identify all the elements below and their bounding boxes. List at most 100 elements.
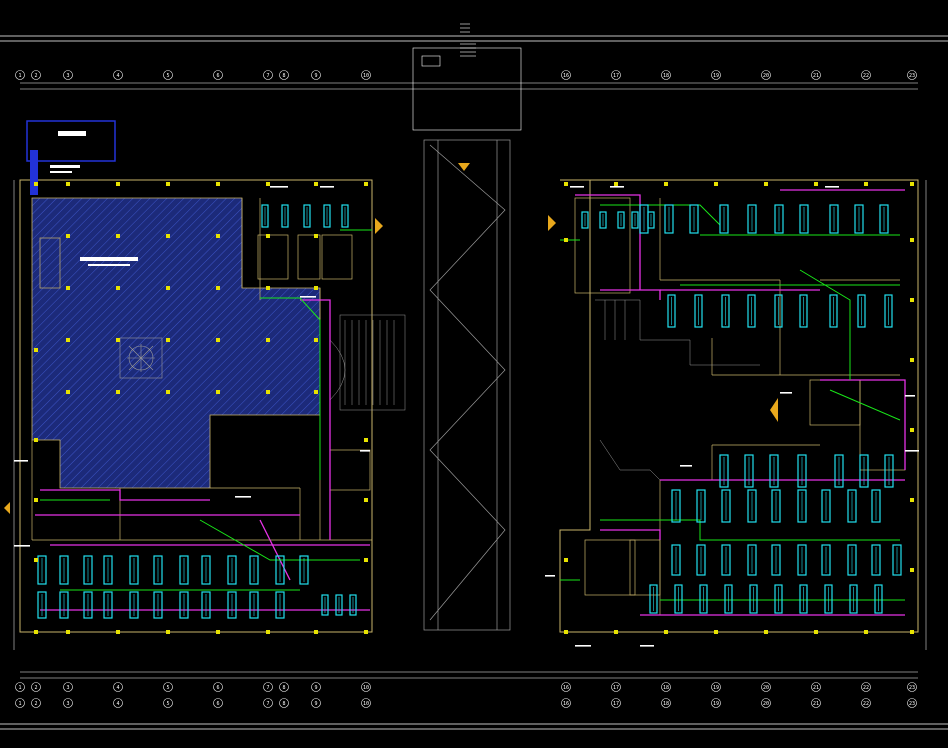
air-terminal (599, 211, 607, 229)
annotation-bar (545, 575, 555, 577)
air-terminal-core (863, 457, 865, 485)
axis-label: 3 (66, 73, 69, 79)
duct-line (600, 204, 721, 226)
annotation-bar (575, 645, 591, 647)
air-terminal (671, 489, 681, 523)
column (814, 182, 818, 186)
column (216, 234, 220, 238)
axis-label: 22 (863, 701, 869, 707)
air-terminal-core (643, 207, 645, 231)
column (166, 630, 170, 634)
air-terminal (303, 204, 311, 228)
column (764, 182, 768, 186)
annotation-bar (780, 392, 792, 394)
axis-bubble (361, 70, 371, 80)
axis-label: 1 (18, 685, 21, 691)
tree-planter-icon (119, 337, 163, 379)
triangle-marker-icon (548, 215, 556, 231)
air-terminal (103, 555, 113, 585)
axis-bubble (861, 698, 871, 708)
axis-bubble (63, 698, 73, 708)
annotation-bar (905, 450, 919, 452)
axis-label: 9 (314, 685, 317, 691)
central-ramp (423, 139, 511, 631)
right-building (545, 179, 919, 647)
column (564, 182, 568, 186)
axis-bubble (811, 698, 821, 708)
air-terminal-core (41, 594, 43, 616)
air-terminal-core (801, 457, 803, 485)
air-terminal (323, 204, 331, 228)
axis-label: 19 (713, 73, 719, 79)
right-columns (564, 182, 914, 634)
column (216, 630, 220, 634)
column (66, 182, 70, 186)
air-terminal (59, 555, 69, 585)
air-terminal (799, 294, 808, 328)
annotation-bar (825, 186, 839, 188)
column (34, 348, 38, 352)
axis-bubble (263, 682, 273, 692)
air-terminal (859, 454, 869, 488)
column (66, 286, 70, 290)
air-terminal (774, 584, 783, 614)
duct-line (40, 489, 210, 501)
air-terminal (797, 454, 807, 488)
air-terminal (879, 204, 889, 234)
air-terminal-core (253, 558, 255, 582)
air-terminal-core (838, 457, 840, 485)
axis-bubble (31, 682, 41, 692)
axis-label: 8 (282, 73, 285, 79)
air-terminal (227, 591, 237, 619)
air-terminal (581, 211, 589, 229)
air-terminal-core (231, 558, 233, 582)
duct-line (820, 379, 906, 470)
axis-label: 18 (663, 73, 669, 79)
air-terminal (874, 584, 883, 614)
column (166, 390, 170, 394)
axis-bubble (163, 698, 173, 708)
air-terminal-core (723, 457, 725, 485)
axis-bubble (213, 698, 223, 708)
air-terminal-core (775, 492, 777, 520)
axis-bubble (611, 70, 621, 80)
air-terminal-core (306, 207, 308, 225)
air-terminal (201, 591, 211, 619)
left-building (14, 120, 406, 634)
column (314, 630, 318, 634)
annotation-bar (320, 186, 334, 188)
triangle-marker-icon (458, 163, 470, 171)
air-terminal (799, 584, 808, 614)
axis-label: 23 (909, 73, 915, 79)
air-terminal (769, 454, 779, 488)
triangle-marker-icon (375, 218, 383, 234)
air-terminal-core (634, 214, 636, 226)
axis-bubble (263, 70, 273, 80)
air-terminal-core (833, 207, 835, 231)
annotation-bar (14, 545, 30, 547)
axis-bubble (661, 698, 671, 708)
air-terminal-core (703, 587, 704, 611)
column (910, 358, 914, 362)
air-terminal-core (653, 587, 654, 611)
air-terminal (774, 294, 783, 328)
axis-label: 20 (763, 685, 769, 691)
annotation-bar (680, 465, 692, 467)
air-terminal-core (352, 597, 354, 613)
axis-label: 18 (663, 701, 669, 707)
column (664, 182, 668, 186)
air-terminal (699, 584, 708, 614)
air-terminal-core (851, 492, 853, 520)
air-terminal-core (279, 558, 281, 582)
column (66, 338, 70, 342)
air-terminal-core (133, 594, 135, 616)
axis-bubble (311, 698, 321, 708)
left-columns (34, 182, 368, 634)
air-terminal (201, 555, 211, 585)
column (910, 428, 914, 432)
air-terminal-core (751, 492, 753, 520)
axis-label: 10 (363, 701, 369, 707)
axis-label: 8 (282, 701, 285, 707)
air-terminal-core (620, 214, 622, 226)
axis-label: 7 (266, 685, 269, 691)
